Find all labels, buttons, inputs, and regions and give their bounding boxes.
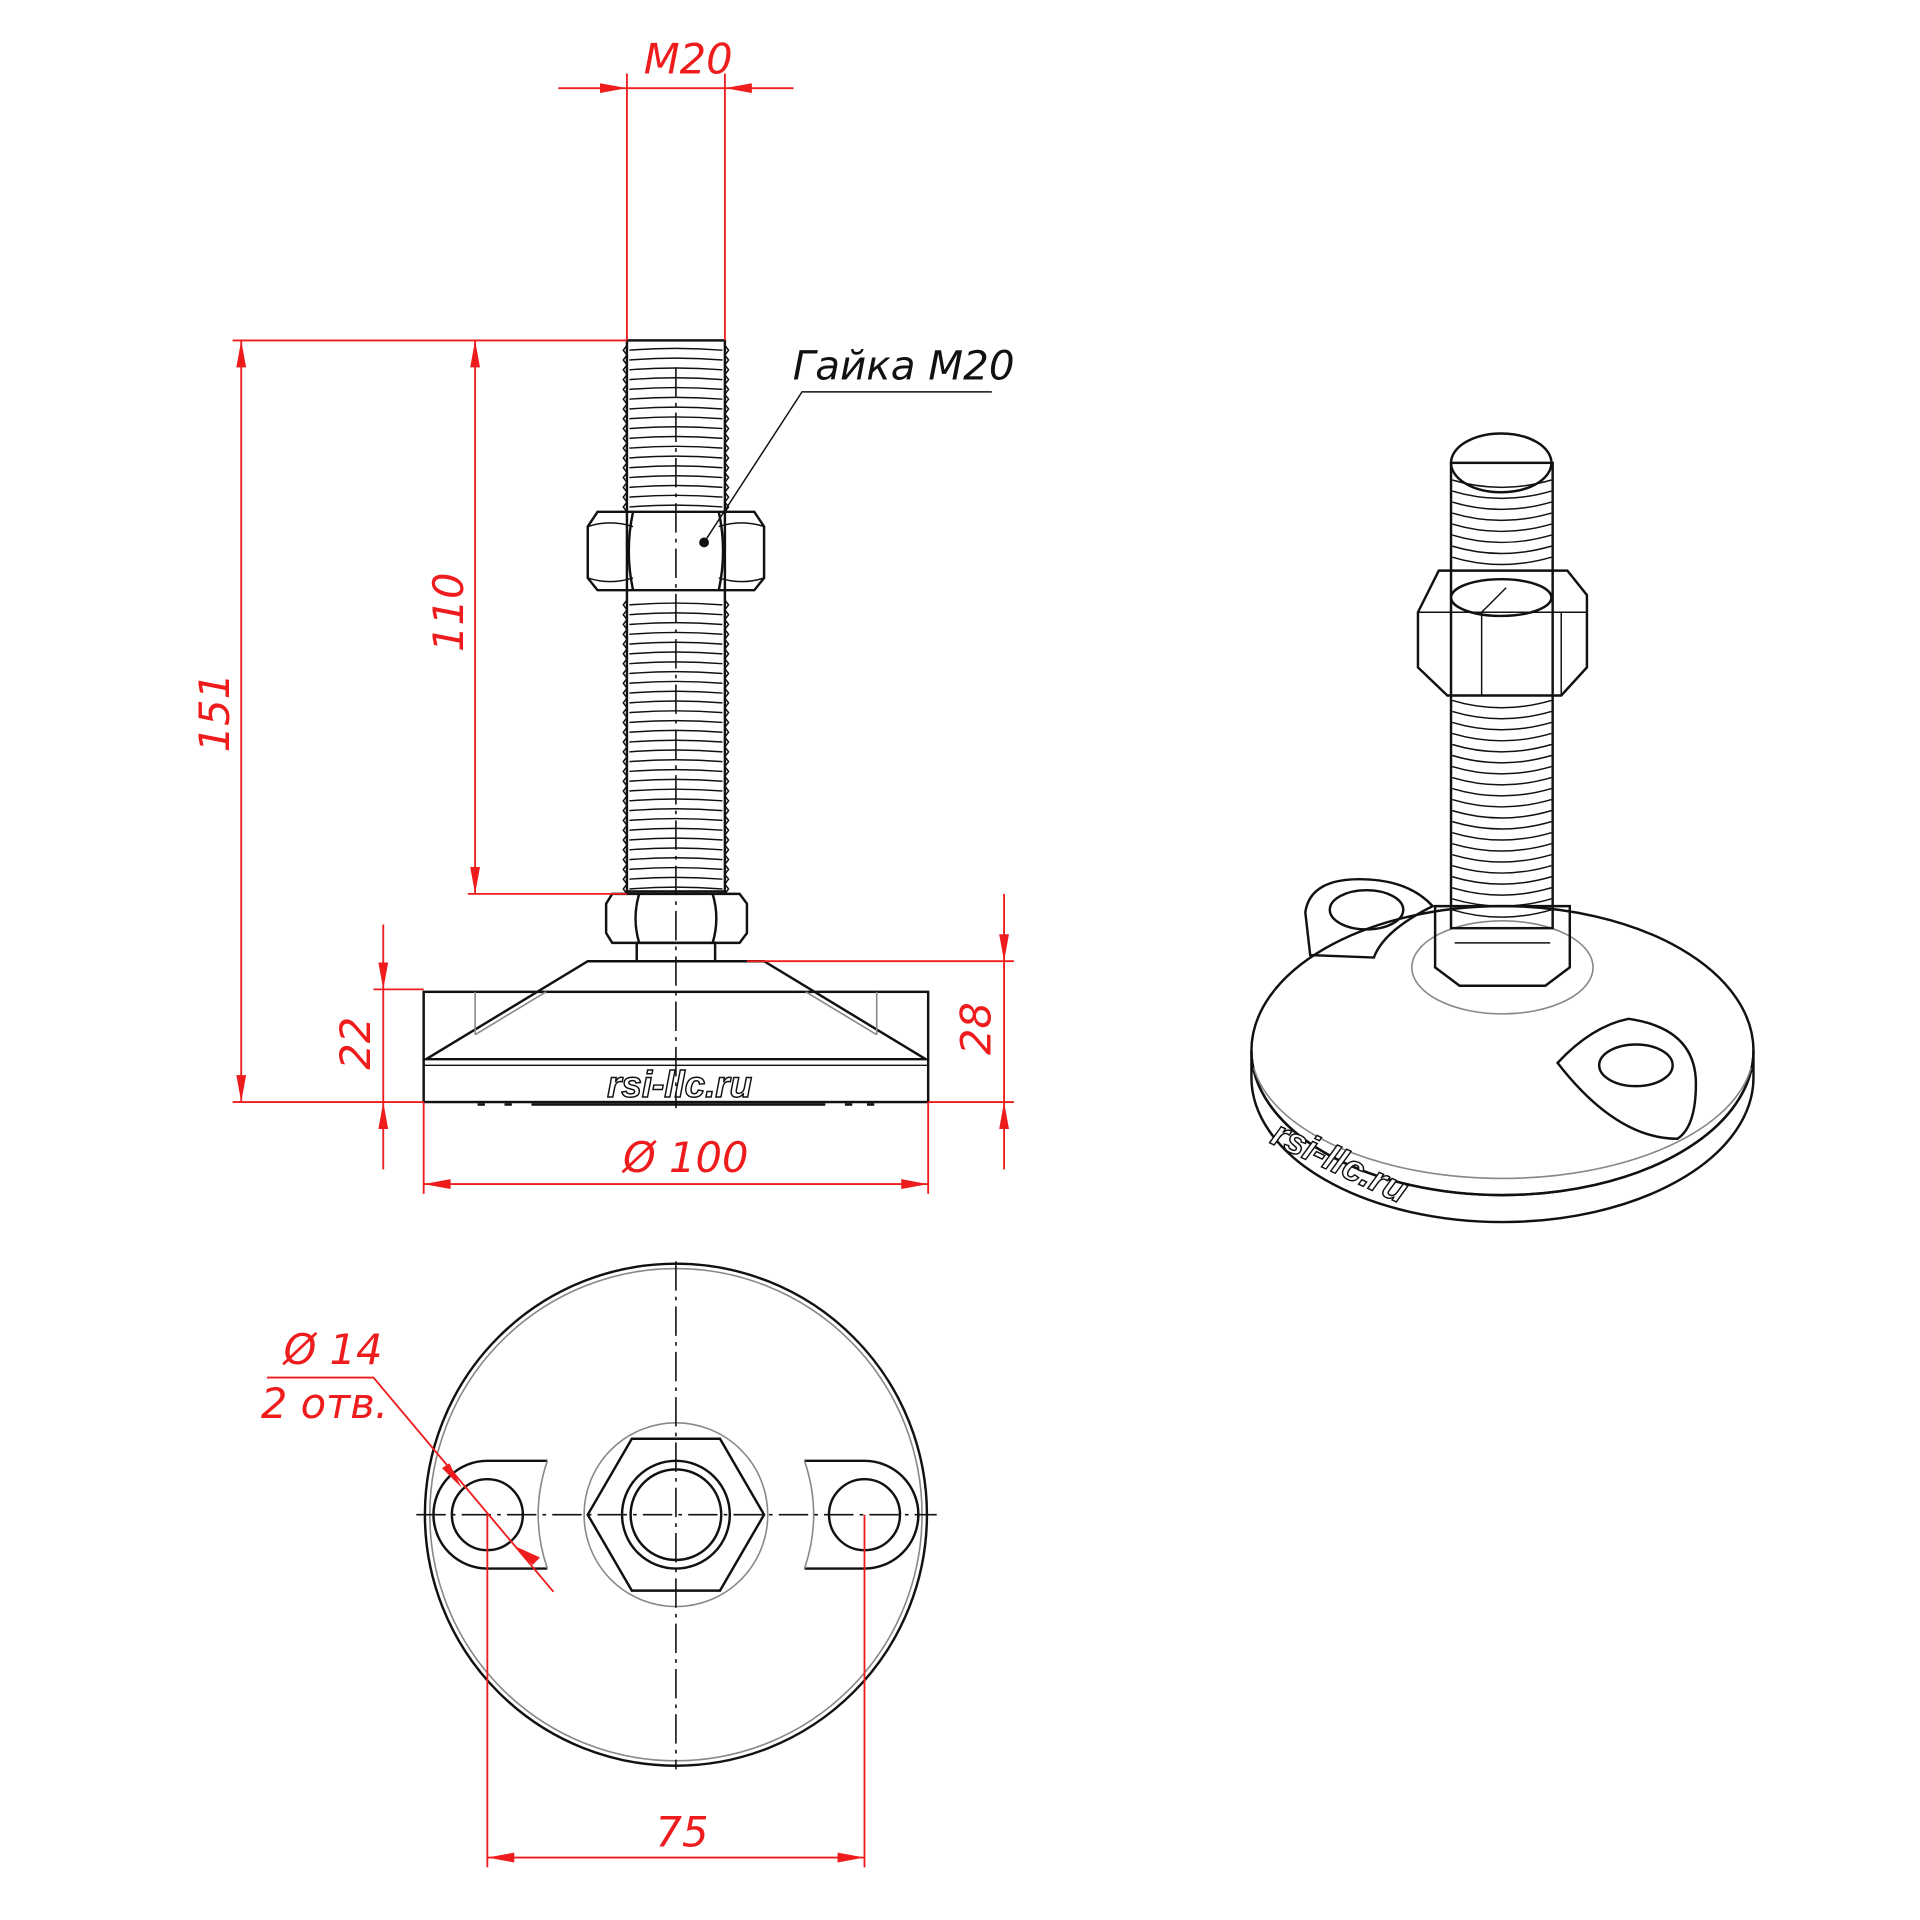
thread-line [622, 354, 730, 366]
iso-tab-left [1304, 877, 1435, 959]
dim-base-height: 22 [331, 924, 424, 1170]
watermark-front: rsi-llc.ru [607, 1064, 752, 1105]
iso-thread-line [1452, 809, 1552, 819]
dim-total-height-label: 151 [190, 673, 239, 752]
dim-hole: Ø 14 2 отв. [261, 1325, 555, 1593]
iso-thread-line [1452, 909, 1552, 918]
iso-upper-nut [1416, 569, 1589, 697]
iso-thread-line [1452, 743, 1552, 753]
dim-total-height: 151 [190, 339, 627, 1103]
dim-thread: M20 [558, 34, 794, 341]
watermark-iso: rsi-llc.ru [1266, 1113, 1415, 1211]
iso-thread-line [1452, 754, 1552, 764]
iso-thread-line [1452, 765, 1552, 775]
dim-base-diameter: Ø 100 [422, 1102, 930, 1194]
dim-hole-spacing-label: 75 [656, 1808, 709, 1857]
iso-thread-line [1452, 512, 1552, 522]
dim-hole-count-label: 2 отв. [261, 1379, 388, 1428]
thread-line [622, 344, 730, 356]
iso-thread-line [1452, 776, 1552, 786]
dim-thread-length: 110 [424, 340, 627, 895]
front-view: rsi-llc.ru Гайка М20 M20 151 110 [190, 34, 1015, 1194]
iso-thread-line [1452, 534, 1552, 544]
iso-thread-line [1452, 545, 1552, 555]
nut-callout: Гайка М20 [699, 342, 1015, 548]
nut-label: Гайка М20 [793, 342, 1015, 390]
iso-thread-line [1452, 501, 1552, 511]
iso-thread-line [1452, 523, 1552, 533]
iso-thread-line [1452, 798, 1552, 808]
iso-thread-line [1452, 732, 1552, 742]
iso-thread-line [1452, 820, 1552, 830]
dim-hole-spacing: 75 [486, 1514, 866, 1868]
iso-thread-line [1452, 787, 1552, 797]
dim-base-height-label: 22 [331, 1017, 380, 1070]
iso-thread-line [1452, 887, 1552, 896]
iso-thread-line [1452, 876, 1552, 885]
iso-thread-line [1452, 842, 1552, 852]
iso-thread-line [1452, 865, 1552, 874]
dim-base-nut-height: 28 [746, 893, 1014, 1170]
iso-thread-line [1452, 853, 1552, 863]
dim-hole-diameter-label: Ø 14 [282, 1325, 383, 1374]
iso-thread-line [1452, 490, 1552, 500]
isometric-view: rsi-llc.ru [1250, 432, 1755, 1224]
iso-thread-line [1452, 699, 1552, 709]
iso-thread-line [1452, 710, 1552, 720]
iso-tab-right [1555, 1017, 1698, 1141]
dim-base-nut-height-label: 28 [952, 1002, 1001, 1055]
dim-thread-label: M20 [644, 34, 733, 83]
iso-thread-line [1452, 556, 1552, 566]
iso-thread-line [1452, 831, 1552, 841]
upper-nut [586, 510, 766, 592]
iso-thread-line [1452, 721, 1552, 731]
dim-thread-length-label: 110 [424, 573, 473, 652]
iso-thread-line [1452, 898, 1552, 907]
top-view: Ø 14 2 отв. 75 [261, 1261, 937, 1868]
dim-base-diameter-label: Ø 100 [621, 1133, 748, 1182]
iso-lower-nut [1433, 904, 1572, 987]
